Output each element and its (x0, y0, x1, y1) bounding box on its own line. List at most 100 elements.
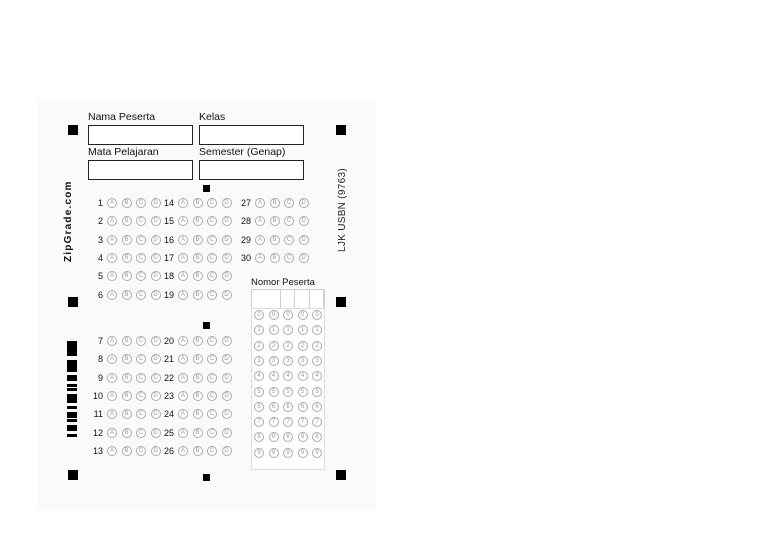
id-digit-bubble[interactable]: 7 (297, 417, 308, 428)
answer-bubble[interactable]: D (298, 252, 309, 263)
answer-bubble[interactable]: D (298, 216, 309, 227)
answer-bubble[interactable]: A (107, 372, 117, 383)
answer-bubble[interactable]: B (269, 216, 280, 227)
answer-bubble[interactable]: B (269, 198, 280, 208)
answer-bubble[interactable]: C (136, 354, 146, 365)
answer-bubble[interactable]: B (121, 216, 132, 227)
answer-bubble[interactable]: B (121, 427, 132, 438)
answer-bubble[interactable]: C (207, 445, 217, 456)
answer-bubble[interactable]: A (107, 390, 117, 401)
id-digit-bubble[interactable]: 4 (254, 371, 264, 382)
answer-bubble[interactable]: B (121, 409, 132, 420)
answer-bubble[interactable]: C (207, 289, 217, 300)
id-digit-bubble[interactable]: 1 (283, 325, 293, 336)
answer-bubble[interactable]: A (107, 445, 117, 456)
answer-bubble[interactable]: A (178, 252, 188, 263)
answer-bubble[interactable]: A (255, 198, 265, 208)
answer-bubble[interactable]: B (192, 216, 203, 227)
id-digit-bubble[interactable]: 6 (312, 401, 322, 412)
id-digit-bubble[interactable]: 4 (268, 371, 279, 382)
answer-bubble[interactable]: A (178, 427, 188, 438)
answer-bubble[interactable]: D (150, 234, 161, 245)
id-digit-bubble[interactable]: 1 (312, 325, 322, 336)
id-digit-bubble[interactable]: 5 (297, 386, 308, 397)
answer-bubble[interactable]: B (192, 234, 203, 245)
answer-bubble[interactable]: B (192, 271, 203, 282)
answer-bubble[interactable]: C (284, 216, 294, 227)
id-digit-bubble[interactable]: 7 (283, 417, 293, 428)
answer-bubble[interactable]: C (207, 336, 217, 346)
answer-bubble[interactable]: D (150, 252, 161, 263)
answer-bubble[interactable]: B (121, 198, 132, 208)
answer-bubble[interactable]: D (298, 234, 309, 245)
answer-bubble[interactable]: D (221, 252, 232, 263)
answer-bubble[interactable]: A (107, 354, 117, 365)
answer-bubble[interactable]: B (121, 234, 132, 245)
answer-bubble[interactable]: C (136, 427, 146, 438)
id-digit-bubble[interactable]: 2 (297, 340, 308, 351)
answer-bubble[interactable]: D (150, 354, 161, 365)
answer-bubble[interactable]: D (298, 198, 309, 208)
answer-bubble[interactable]: B (121, 252, 132, 263)
id-digit-bubble[interactable]: 0 (312, 310, 322, 320)
semester-field[interactable] (199, 160, 304, 180)
answer-bubble[interactable]: C (136, 390, 146, 401)
answer-bubble[interactable]: A (178, 336, 188, 346)
id-digit-bubble[interactable]: 9 (283, 447, 293, 458)
answer-bubble[interactable]: A (107, 216, 117, 227)
id-digit-bubble[interactable]: 8 (312, 432, 322, 443)
answer-bubble[interactable]: D (150, 216, 161, 227)
answer-bubble[interactable]: C (207, 372, 217, 383)
id-digit-bubble[interactable]: 0 (254, 310, 264, 320)
answer-bubble[interactable]: D (221, 289, 232, 300)
id-digit-bubble[interactable]: 2 (268, 340, 279, 351)
id-digit-bubble[interactable]: 5 (312, 386, 322, 397)
answer-bubble[interactable]: B (192, 198, 203, 208)
answer-bubble[interactable]: B (192, 252, 203, 263)
answer-bubble[interactable]: B (121, 445, 132, 456)
answer-bubble[interactable]: C (207, 216, 217, 227)
id-digit-bubble[interactable]: 1 (297, 325, 308, 336)
answer-bubble[interactable]: D (221, 427, 232, 438)
answer-bubble[interactable]: A (178, 354, 188, 365)
id-digit-bubble[interactable]: 7 (312, 417, 322, 428)
answer-bubble[interactable]: D (221, 409, 232, 420)
answer-bubble[interactable]: C (207, 390, 217, 401)
answer-bubble[interactable]: D (150, 390, 161, 401)
id-digit-bubble[interactable]: 9 (254, 447, 264, 458)
id-digit-bubble[interactable]: 4 (297, 371, 308, 382)
id-digit-bubble[interactable]: 9 (297, 447, 308, 458)
answer-bubble[interactable]: B (192, 427, 203, 438)
answer-bubble[interactable]: A (178, 198, 188, 208)
answer-bubble[interactable]: B (121, 289, 132, 300)
id-digit-bubble[interactable]: 5 (254, 386, 264, 397)
answer-bubble[interactable]: C (207, 409, 217, 420)
answer-bubble[interactable]: C (136, 372, 146, 383)
answer-bubble[interactable]: B (121, 390, 132, 401)
answer-bubble[interactable]: B (192, 372, 203, 383)
answer-bubble[interactable]: B (192, 289, 203, 300)
answer-bubble[interactable]: A (107, 271, 117, 282)
answer-bubble[interactable]: A (107, 198, 117, 208)
id-digit-bubble[interactable]: 4 (283, 371, 293, 382)
answer-bubble[interactable]: C (207, 271, 217, 282)
id-digit-bubble[interactable]: 2 (283, 340, 293, 351)
id-digit-bubble[interactable]: 7 (254, 417, 264, 428)
answer-bubble[interactable]: B (192, 409, 203, 420)
id-digit-bubble[interactable]: 8 (254, 432, 264, 443)
answer-bubble[interactable]: A (107, 427, 117, 438)
answer-bubble[interactable]: C (136, 445, 146, 456)
answer-bubble[interactable]: C (136, 336, 146, 346)
id-digit-bubble[interactable]: 5 (268, 386, 279, 397)
answer-bubble[interactable]: C (207, 252, 217, 263)
id-digit-bubble[interactable]: 3 (268, 355, 279, 366)
answer-bubble[interactable]: C (136, 271, 146, 282)
id-digit-bubble[interactable]: 0 (268, 310, 279, 320)
answer-bubble[interactable]: C (136, 252, 146, 263)
nomor-peserta-write-row[interactable] (251, 289, 325, 309)
answer-bubble[interactable]: B (121, 372, 132, 383)
answer-bubble[interactable]: A (107, 289, 117, 300)
answer-bubble[interactable]: D (221, 271, 232, 282)
id-digit-bubble[interactable]: 6 (283, 401, 293, 412)
id-digit-bubble[interactable]: 0 (297, 310, 308, 320)
